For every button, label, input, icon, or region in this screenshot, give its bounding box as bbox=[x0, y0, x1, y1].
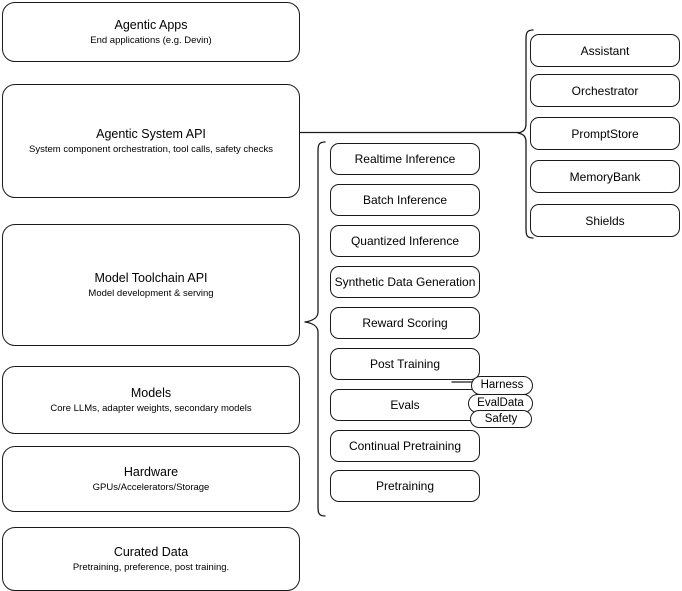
toolchain-item-post-training[interactable]: Post Training bbox=[330, 348, 480, 380]
layer-node-models[interactable]: Models Core LLMs, adapter weights, secon… bbox=[2, 366, 300, 434]
layer-node-model-toolchain-api[interactable]: Model Toolchain API Model development & … bbox=[2, 224, 300, 346]
eval-pill-harness[interactable]: Harness bbox=[471, 376, 533, 395]
agentic-system-item-promptstore[interactable]: PromptStore bbox=[530, 117, 680, 150]
layer-subtitle: GPUs/Accelerators/Storage bbox=[92, 482, 210, 493]
toolchain-item-quantized-inference[interactable]: Quantized Inference bbox=[330, 225, 480, 257]
layer-subtitle: System component orchestration, tool cal… bbox=[29, 144, 273, 155]
toolchain-item-label: Synthetic Data Generation bbox=[334, 275, 476, 289]
toolchain-item-realtime-inference[interactable]: Realtime Inference bbox=[330, 143, 480, 175]
toolchain-item-label: Post Training bbox=[369, 357, 441, 371]
toolchain-item-label: Realtime Inference bbox=[354, 152, 456, 166]
layer-node-agentic-apps[interactable]: Agentic Apps End applications (e.g. Devi… bbox=[2, 2, 300, 62]
toolchain-item-batch-inference[interactable]: Batch Inference bbox=[330, 184, 480, 216]
agentic-system-item-label: Orchestrator bbox=[571, 83, 639, 98]
layer-node-agentic-system-api[interactable]: Agentic System API System component orch… bbox=[2, 84, 300, 198]
layer-title: Curated Data bbox=[113, 545, 189, 559]
agentic-system-item-assistant[interactable]: Assistant bbox=[530, 34, 680, 67]
layer-subtitle: End applications (e.g. Devin) bbox=[90, 35, 212, 46]
layer-title: Hardware bbox=[123, 465, 179, 479]
toolchain-item-label: Quantized Inference bbox=[350, 234, 460, 248]
layer-node-curated-data[interactable]: Curated Data Pretraining, preference, po… bbox=[2, 527, 300, 591]
toolchain-item-evals[interactable]: Evals bbox=[330, 389, 480, 421]
toolchain-item-label: Evals bbox=[390, 398, 420, 412]
layer-title: Models bbox=[130, 386, 172, 400]
layer-title: Model Toolchain API bbox=[94, 271, 208, 285]
toolchain-brace-connector bbox=[302, 140, 328, 518]
agentic-system-item-label: MemoryBank bbox=[569, 169, 641, 184]
toolchain-item-reward-scoring[interactable]: Reward Scoring bbox=[330, 307, 480, 339]
layer-title: Agentic System API bbox=[96, 127, 206, 141]
toolchain-item-label: Reward Scoring bbox=[362, 316, 448, 330]
agentic-system-item-memorybank[interactable]: MemoryBank bbox=[530, 160, 680, 193]
layer-subtitle: Core LLMs, adapter weights, secondary mo… bbox=[50, 403, 252, 414]
layer-title: Agentic Apps bbox=[114, 18, 188, 32]
toolchain-item-label: Pretraining bbox=[375, 479, 435, 493]
toolchain-item-synthetic-data-generation[interactable]: Synthetic Data Generation bbox=[330, 266, 480, 298]
agentic-system-item-label: Assistant bbox=[580, 43, 630, 58]
agentic-system-item-label: Shields bbox=[585, 213, 625, 228]
toolchain-item-label: Continual Pretraining bbox=[348, 439, 462, 453]
agentic-system-link-line bbox=[299, 126, 522, 140]
eval-pill-safety[interactable]: Safety bbox=[470, 410, 532, 428]
agentic-system-item-shields[interactable]: Shields bbox=[530, 204, 680, 237]
layer-subtitle: Pretraining, preference, post training. bbox=[72, 562, 230, 573]
agentic-system-item-label: PromptStore bbox=[571, 126, 639, 141]
toolchain-item-pretraining[interactable]: Pretraining bbox=[330, 470, 480, 502]
layer-node-hardware[interactable]: Hardware GPUs/Accelerators/Storage bbox=[2, 446, 300, 512]
toolchain-item-continual-pretraining[interactable]: Continual Pretraining bbox=[330, 430, 480, 462]
agentic-system-item-orchestrator[interactable]: Orchestrator bbox=[530, 74, 680, 107]
layer-subtitle: Model development & serving bbox=[88, 288, 214, 299]
toolchain-item-label: Batch Inference bbox=[362, 193, 448, 207]
